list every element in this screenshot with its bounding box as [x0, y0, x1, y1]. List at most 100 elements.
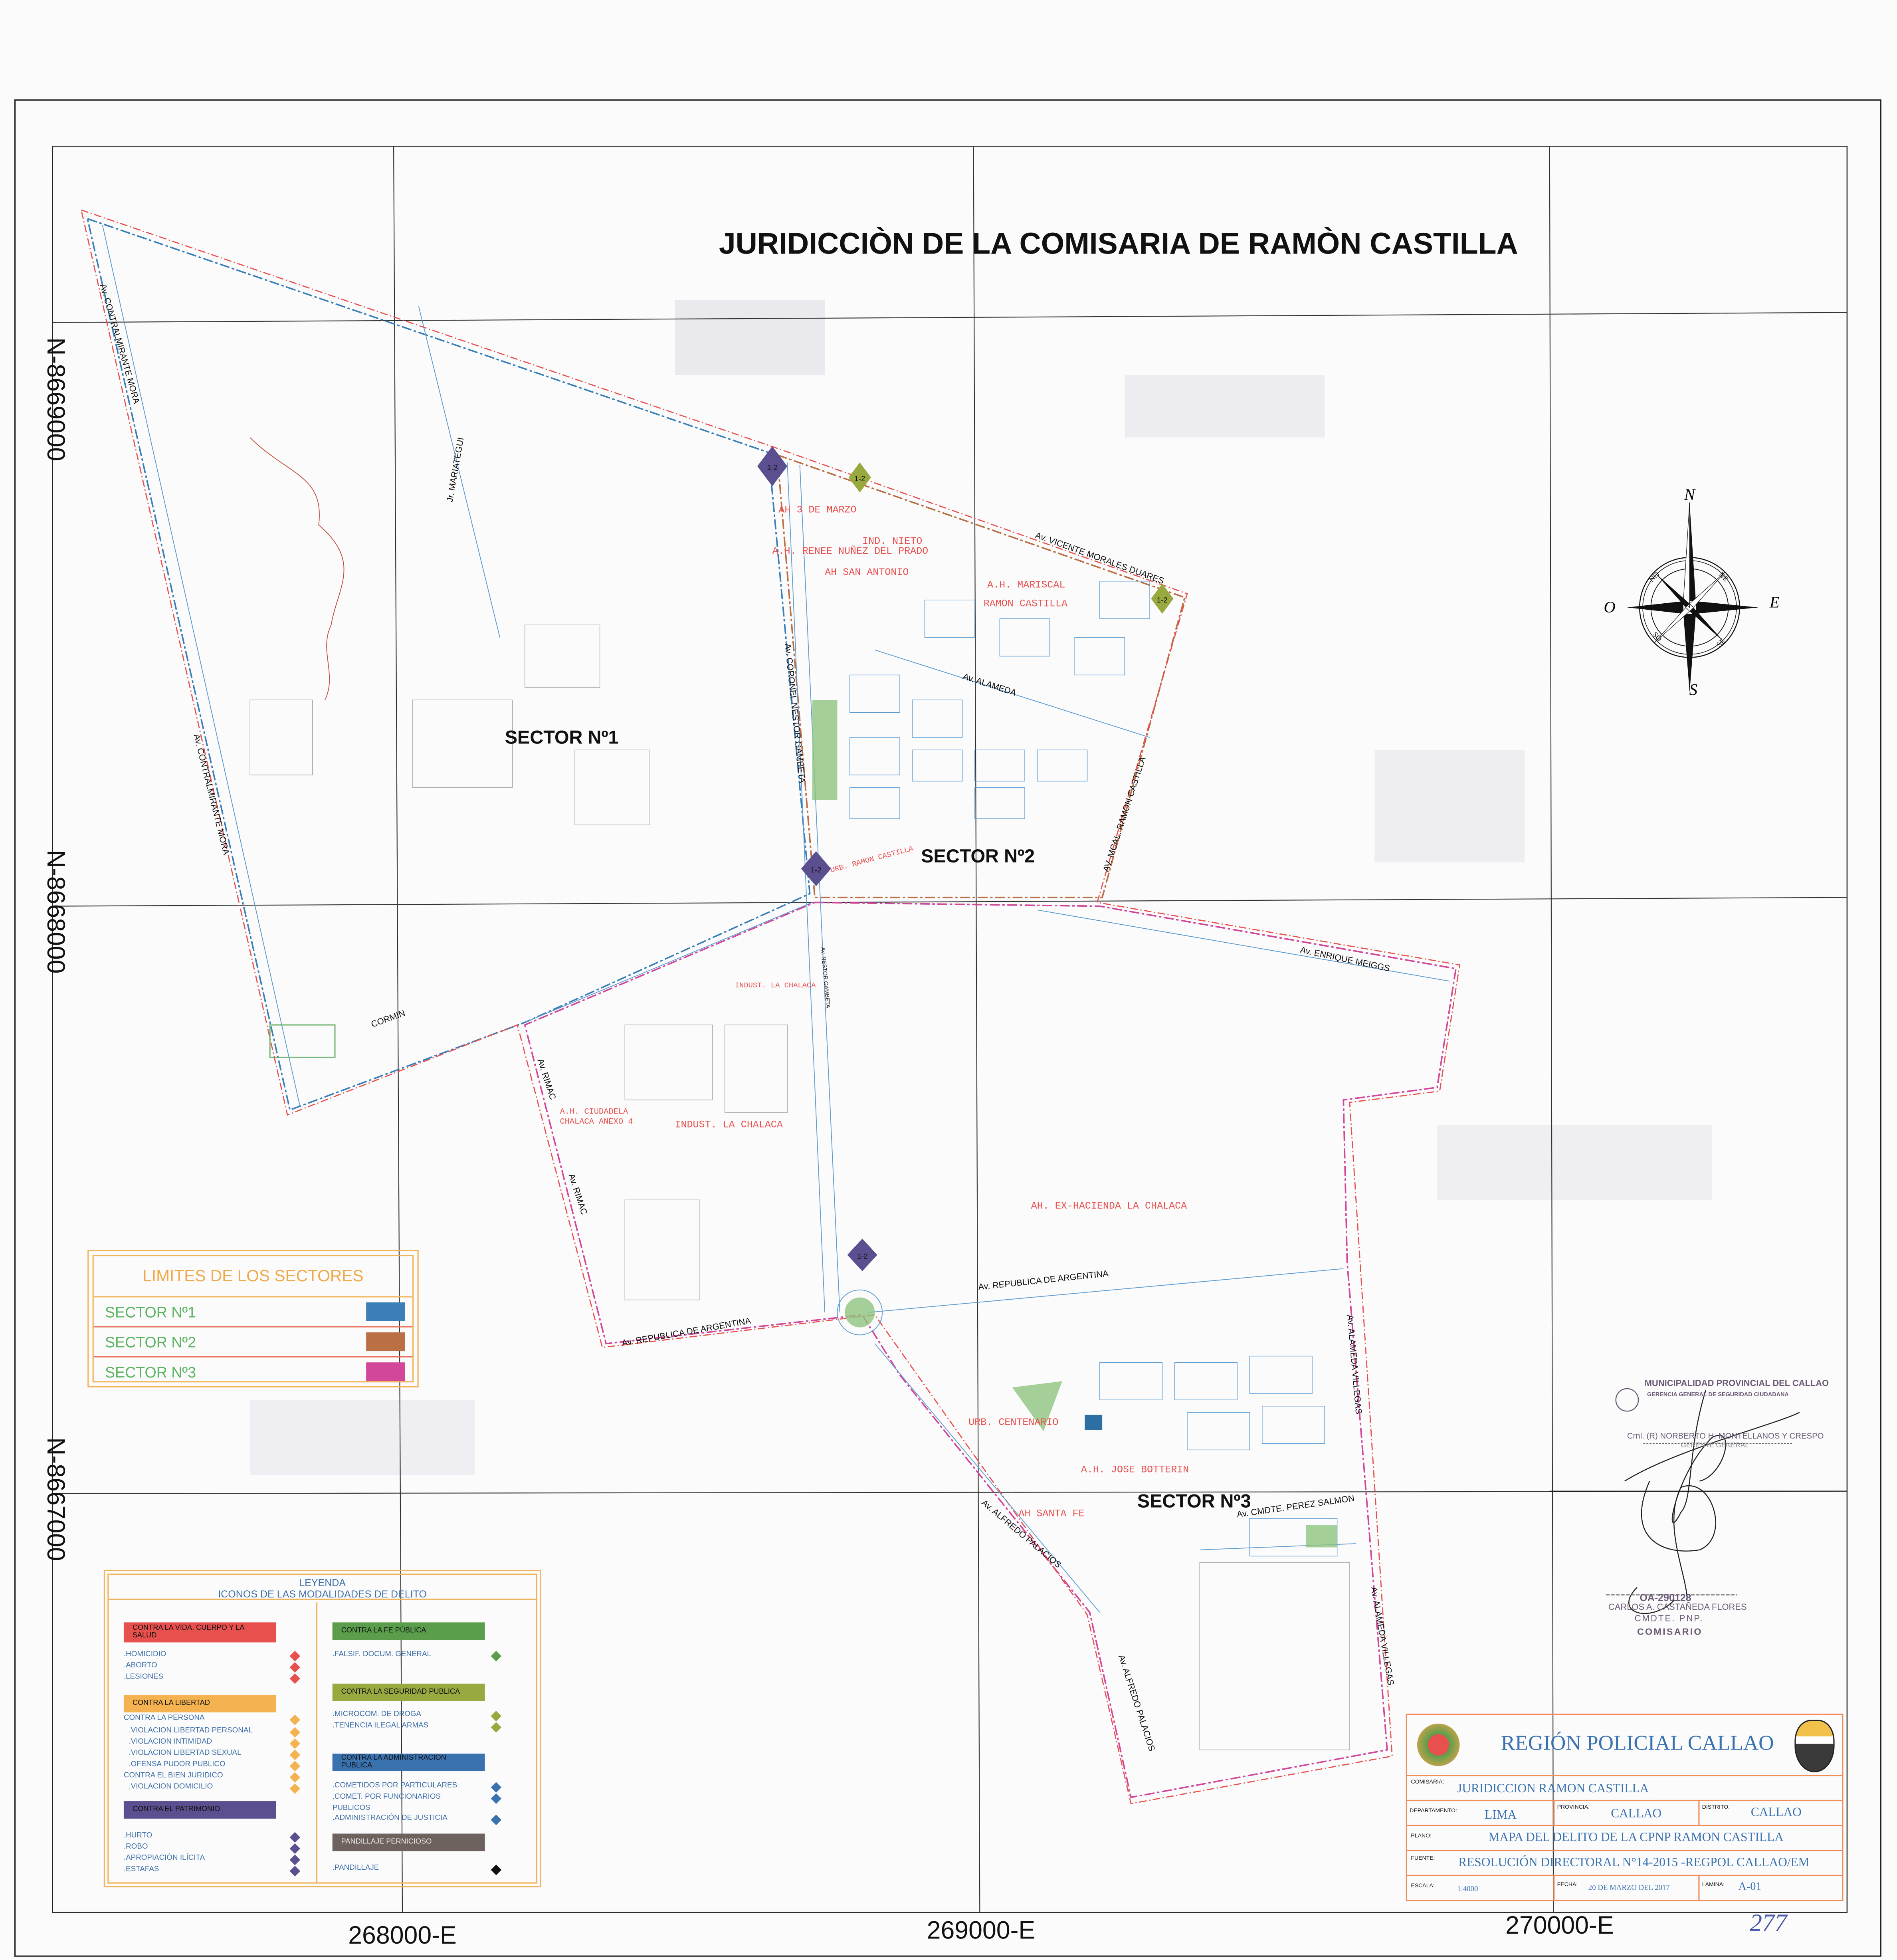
crime-diamond-icon [491, 1722, 502, 1733]
crime-type-label: .COMETIDOS POR PARTICULARES [332, 1782, 457, 1790]
svg-text:NO: NO [1647, 570, 1661, 584]
crime-marker[interactable]: 1-2 [848, 462, 871, 493]
block-highlight [1085, 1415, 1103, 1430]
crime-type-label: PUBLICOS [332, 1805, 370, 1813]
crime-diamond-icon [289, 1651, 301, 1662]
comisaria-label: COMISARIA: [1411, 1778, 1444, 1785]
crime-diamond-icon [289, 1662, 301, 1673]
neighborhood-label: CHALACA ANEXO 4 [560, 1117, 633, 1126]
easting-label: 270000-E [1505, 1911, 1614, 1939]
svg-text:1-2: 1-2 [767, 463, 778, 472]
svg-text:O: O [1604, 598, 1615, 616]
crime-type-label: .HURTO [123, 1832, 152, 1840]
crime-diamond-icon [491, 1814, 502, 1825]
fecha-label: FECHA: [1557, 1881, 1578, 1888]
sector-legend-title: LIMITES DE LOS SECTORES [93, 1256, 413, 1298]
crime-type-label: .FALSIF. DOCUM. GENERAL [332, 1651, 432, 1659]
paper-creases [250, 300, 1712, 1475]
sector-legend-row: SECTOR Nº2 [93, 1328, 413, 1358]
pnp-stamp-code: OA-290128 [1640, 1592, 1691, 1604]
building-blocks [250, 624, 1350, 1750]
distrito-label: DISTRITO: [1702, 1803, 1730, 1810]
crime-marker[interactable]: 1-2 [757, 446, 788, 486]
sector-1-boundary[interactable] [86, 217, 811, 1111]
crime-diamond-icon [289, 1843, 301, 1854]
municipal-stamp-line2: GERENCIA GENERAL DE SEGURIDAD CIUDADANA [1647, 1391, 1789, 1397]
neighborhood-label: A.H. MARISCAL [987, 579, 1065, 591]
crime-type-label: .COMET. POR FUNCIONARIOS [332, 1794, 441, 1801]
neighborhood-label: INDUST. LA CHALACA [735, 981, 816, 990]
crime-marker[interactable]: 1-2 [847, 1239, 877, 1271]
street-label: Av. ALAMEDA [962, 671, 1018, 698]
street-label: Av. NESTOR GAMBETA [820, 947, 832, 1009]
crime-type-label: .VIOLACION DOMICILIO [129, 1784, 213, 1792]
svg-text:N: N [1684, 486, 1696, 503]
crime-category-header: CONTRA LA ADMINISTRACION PUBLICA [332, 1754, 485, 1771]
provincia-value: CALLAO [1611, 1807, 1662, 1821]
svg-text:1-2: 1-2 [854, 474, 865, 483]
neighborhood-label: AH. EX-HACIENDA LA CHALACA [1031, 1200, 1188, 1212]
crime-category-header: PANDILLAJE PERNICIOSO [332, 1833, 485, 1851]
municipal-seal-icon [1615, 1388, 1639, 1412]
crime-diamond-icon [491, 1782, 502, 1793]
street-label: Av. ALFREDO PALACIOS [1117, 1654, 1157, 1752]
sector-3-boundary[interactable] [524, 902, 1457, 1798]
sector-legend-label: SECTOR Nº1 [105, 1303, 196, 1321]
lamina-value: A-01 [1738, 1880, 1762, 1893]
escala-value: 1:4000 [1457, 1886, 1478, 1894]
sector-color-swatch [366, 1302, 405, 1321]
fecha-value: 20 DE MARZO DEL 2017 [1588, 1885, 1670, 1893]
neighborhood-label: AH 3 DE MARZO [778, 504, 856, 516]
sector-3-blocks [1099, 1356, 1338, 1557]
title-block: REGIÓN POLICIAL CALLAO COMISARIA: JURIDI… [1406, 1713, 1844, 1901]
svg-text:E: E [1769, 593, 1780, 611]
escala-label: ESCALA: [1411, 1882, 1435, 1889]
sector-label: SECTOR Nº3 [1137, 1490, 1251, 1511]
neighborhood-label: IND. NIETO [862, 535, 922, 547]
street-label: AV. MCAL. RAMON CASTILLA [1101, 755, 1148, 873]
neighborhood-label: A.H. CIUDADELA [560, 1107, 628, 1116]
street-label: Av. RIMAC [535, 1057, 558, 1101]
distrito-value: CALLAO [1750, 1806, 1802, 1820]
crime-type-label: .VIOLACION INTIMIDAD [129, 1738, 212, 1746]
street-label: Jr. MARIATEGUI [445, 437, 466, 503]
street-label: Av. ALAMEDA VILLEGAS [1345, 1314, 1364, 1415]
crime-diamond-icon [289, 1738, 301, 1749]
crime-type-label: .ESTAFAS [123, 1866, 159, 1874]
crime-type-label: CONTRA EL BIEN JURIDICO [123, 1772, 223, 1780]
parks [269, 700, 1337, 1548]
svg-text:1-2: 1-2 [857, 1252, 867, 1260]
callao-crest-icon [1794, 1720, 1835, 1773]
pnp-stamp-role: COMISARIO [1637, 1626, 1703, 1637]
crime-diamond-icon [289, 1832, 301, 1843]
svg-text:1-2: 1-2 [1157, 596, 1168, 604]
crime-diamond-icon [289, 1761, 301, 1772]
lamina-label: LAMINA: [1702, 1881, 1725, 1888]
neighborhood-label: RAMON CASTILLA [984, 598, 1068, 609]
sector-legend-label: SECTOR Nº2 [105, 1333, 196, 1351]
neighborhood-label: AH SAN ANTONIO [825, 567, 909, 578]
street-label: Av. CONTRALMIRANTE MORA [98, 283, 142, 405]
sector-2-boundary[interactable] [776, 454, 1186, 898]
crime-type-label: .APROPIACIÓN ILÍCITA [123, 1855, 205, 1863]
northing-label: N-8668000 [42, 850, 70, 974]
street-label: Av. REPUBLICA DE ARGENTINA [978, 1268, 1109, 1292]
municipal-signer-name: Crnl. (R) NORBERTO H. MONTELLANOS Y CRES… [1627, 1432, 1824, 1441]
title-block-header-row: REGIÓN POLICIAL CALLAO [1407, 1715, 1842, 1776]
street-label: Av. VICENTE MORALES DUARES [1034, 530, 1165, 586]
crime-category-header: CONTRA LA SEGURIDAD PUBLICA [332, 1683, 485, 1701]
easting-label: 268000-E [348, 1921, 457, 1949]
svg-text:NE: NE [1717, 571, 1730, 584]
pnp-stamp-rank: CMDTE. PNP. [1634, 1615, 1704, 1624]
crime-type-label: .OFENSA PUDOR PUBLICO [129, 1761, 226, 1769]
neighborhood-label: URB. RAMON CASTILLA [830, 844, 915, 875]
jurisdiction-boundary [80, 209, 1461, 1804]
pnp-stamp-name: CARLOS A. CASTAÑEDA FLORES [1608, 1603, 1747, 1613]
crime-type-label: .LESIONES [123, 1673, 164, 1681]
sector-color-swatch [366, 1332, 405, 1352]
sector-legend-label: SECTOR Nº3 [105, 1363, 196, 1381]
crime-marker[interactable]: 1-2 [1151, 583, 1174, 614]
crime-type-label: .MICROCOM. DE DROGA [332, 1711, 422, 1719]
fuente-label: FUENTE: [1411, 1855, 1435, 1861]
